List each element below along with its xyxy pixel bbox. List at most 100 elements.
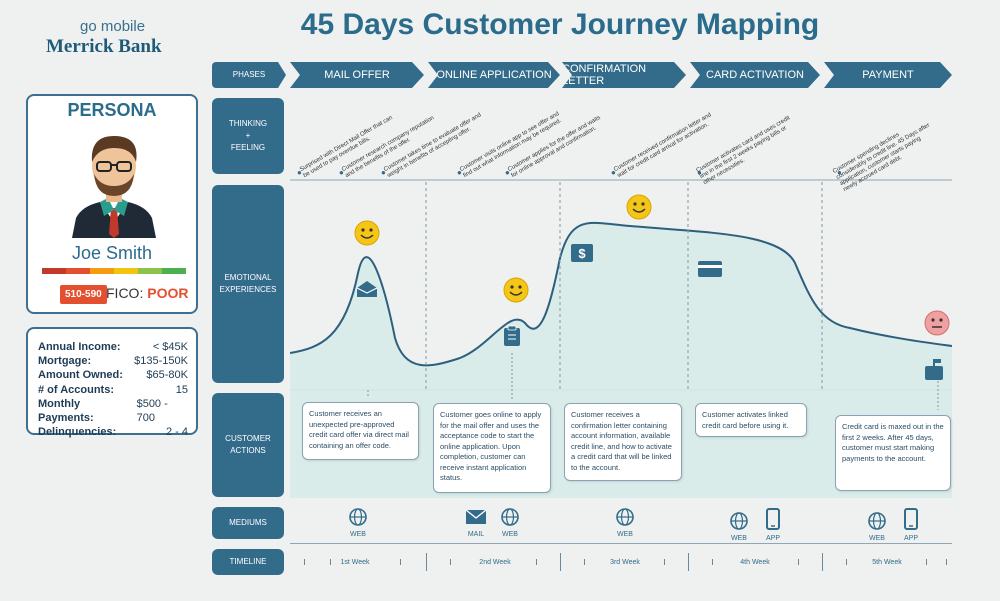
thought-7: ● Customer activates card and uses credi… [696, 115, 813, 187]
row-label-thinking: THINKING + FEELING [212, 98, 284, 174]
thought-2: ● Customer research company reputation a… [339, 115, 453, 180]
week-label: 4th Week [740, 559, 770, 566]
thoughts-row: ● Surprised with Direct Mail Offer that … [296, 96, 952, 193]
fico-scale-segment [114, 268, 138, 274]
stat-key: # of Accounts: [38, 383, 114, 396]
phase-card-activation: CARD ACTIVATION [690, 62, 820, 88]
phase-confirmation-letter: CONFIRMATION LETTER [562, 62, 686, 88]
timeline-tick [846, 559, 847, 565]
medium-web: WEB [724, 512, 754, 542]
timeline-tick [822, 553, 823, 571]
fico-scale-segment [138, 268, 162, 274]
row-label-actions: CUSTOMER ACTIONS [212, 393, 284, 497]
stat-row: Monthly Payments:$500 - 700 [38, 397, 188, 425]
thought-6: ● Customer received confirmation letter … [611, 112, 731, 180]
thought-bubble-icon: ● [339, 168, 344, 177]
thought-bubble-icon: ● [697, 168, 702, 177]
action-payment: Credit card is maxed out in the first 2 … [835, 415, 951, 491]
happy-face-icon [626, 194, 652, 220]
dollar-icon: $ [571, 244, 593, 262]
sad-face-icon [924, 310, 950, 336]
emotion-curve [290, 221, 952, 367]
medium-app: APP [758, 508, 788, 542]
stat-key: Mortgage: [38, 355, 92, 368]
action-card-activation: Customer activates linked credit card be… [695, 403, 807, 437]
stat-value: 2 - 4 [165, 426, 188, 439]
fico-scale-segment [42, 268, 66, 274]
globe-icon [501, 508, 519, 526]
row-label-mediums: MEDIUMS [212, 507, 284, 539]
timeline-tick [712, 559, 713, 565]
action-mail-offer: Customer receives an unexpected pre-appr… [302, 402, 419, 460]
timeline-tick [584, 559, 585, 565]
thought-bubble-icon: ● [297, 168, 302, 177]
thought-bubble-icon: ● [837, 168, 842, 177]
mail-icon [465, 509, 487, 524]
timeline: 1st Week 2nd Week 3rd Week 4th Week 5th … [290, 549, 952, 575]
row-label-timeline: TIMELINE [212, 549, 284, 575]
week-label: 5th Week [872, 559, 902, 566]
thought-3: ● Customer takes time to evaluate offer … [381, 112, 501, 180]
mailbox-icon [925, 359, 943, 380]
fico-scale [42, 268, 186, 274]
stat-key: Amount Owned: [38, 369, 123, 382]
thought-8: ● Customer spending declines considerabl… [832, 122, 953, 194]
week-label: 2nd Week [479, 559, 511, 566]
fico-label: FICO: [106, 285, 144, 301]
thought-4: ● Customer visits online app to see offe… [457, 111, 580, 180]
stat-value: 15 [175, 383, 188, 396]
row-label-phases: PHASES [212, 62, 286, 88]
stat-value: $500 - 700 [136, 397, 168, 425]
thought-text: Customer spending declines considerably … [832, 122, 931, 194]
timeline-tick [926, 559, 927, 565]
stat-row: Amount Owned:$65-80K [38, 368, 188, 382]
medium-label: APP [765, 535, 780, 542]
persona-title: PERSONA [67, 100, 157, 120]
medium-web: WEB [343, 508, 373, 538]
stat-row: Annual Income:< $45K [38, 340, 188, 354]
timeline-tick [450, 559, 451, 565]
phase-payment: PAYMENT [824, 62, 952, 88]
brand-tagline: go mobile [80, 18, 145, 35]
timeline-tick [536, 559, 537, 565]
page-title: 45 Days Customer Journey Mapping [300, 8, 820, 41]
medium-web: WEB [862, 512, 892, 542]
timeline-tick [946, 559, 947, 565]
thought-1: ● Surprised with Direct Mail Offer that … [297, 115, 412, 180]
timeline-tick [798, 559, 799, 565]
globe-icon [868, 512, 886, 530]
svg-text:$: $ [578, 246, 586, 261]
globe-icon [349, 508, 367, 526]
persona-card: PERSONA Joe Smith 510-590 FICO: POOR [26, 94, 198, 314]
persona-stats: Annual Income:< $45K Mortgage:$135-150K … [26, 327, 198, 438]
stat-key: Annual Income: [38, 341, 121, 353]
globe-icon [730, 512, 748, 530]
timeline-tick [304, 559, 305, 565]
phase-dividers [425, 182, 823, 390]
persona-avatar-icon [72, 136, 156, 238]
medium-label: WEB [731, 535, 747, 542]
medium-app: APP [896, 508, 926, 542]
fico-scale-segment [90, 268, 114, 274]
timeline-tick [400, 559, 401, 565]
stat-row: Mortgage:$135-150K [38, 354, 188, 368]
thought-bubble-icon: ● [611, 168, 616, 177]
thought-5: ● Customer applies for the offer and wai… [505, 115, 620, 180]
medium-web: WEB [610, 508, 640, 538]
medium-mail: MAIL [461, 508, 491, 538]
persona-name: Joe Smith [71, 243, 153, 263]
stat-row: # of Accounts: 15 [38, 383, 188, 397]
fico-scale-segment [66, 268, 90, 274]
medium-label: MAIL [467, 531, 485, 538]
stat-key: Delinquencies: [38, 426, 117, 439]
thought-bubble-icon: ● [505, 168, 510, 177]
week-label: 1st Week [340, 559, 370, 566]
phone-icon [766, 508, 780, 530]
timeline-tick [560, 553, 561, 571]
medium-web: WEB [495, 508, 525, 538]
phone-icon [904, 508, 918, 530]
timeline-tick [664, 559, 665, 565]
clipboard-icon [504, 325, 520, 346]
fico-scale-segment [162, 268, 186, 274]
row-label-emotional: EMOTIONAL EXPERIENCES [212, 185, 284, 383]
